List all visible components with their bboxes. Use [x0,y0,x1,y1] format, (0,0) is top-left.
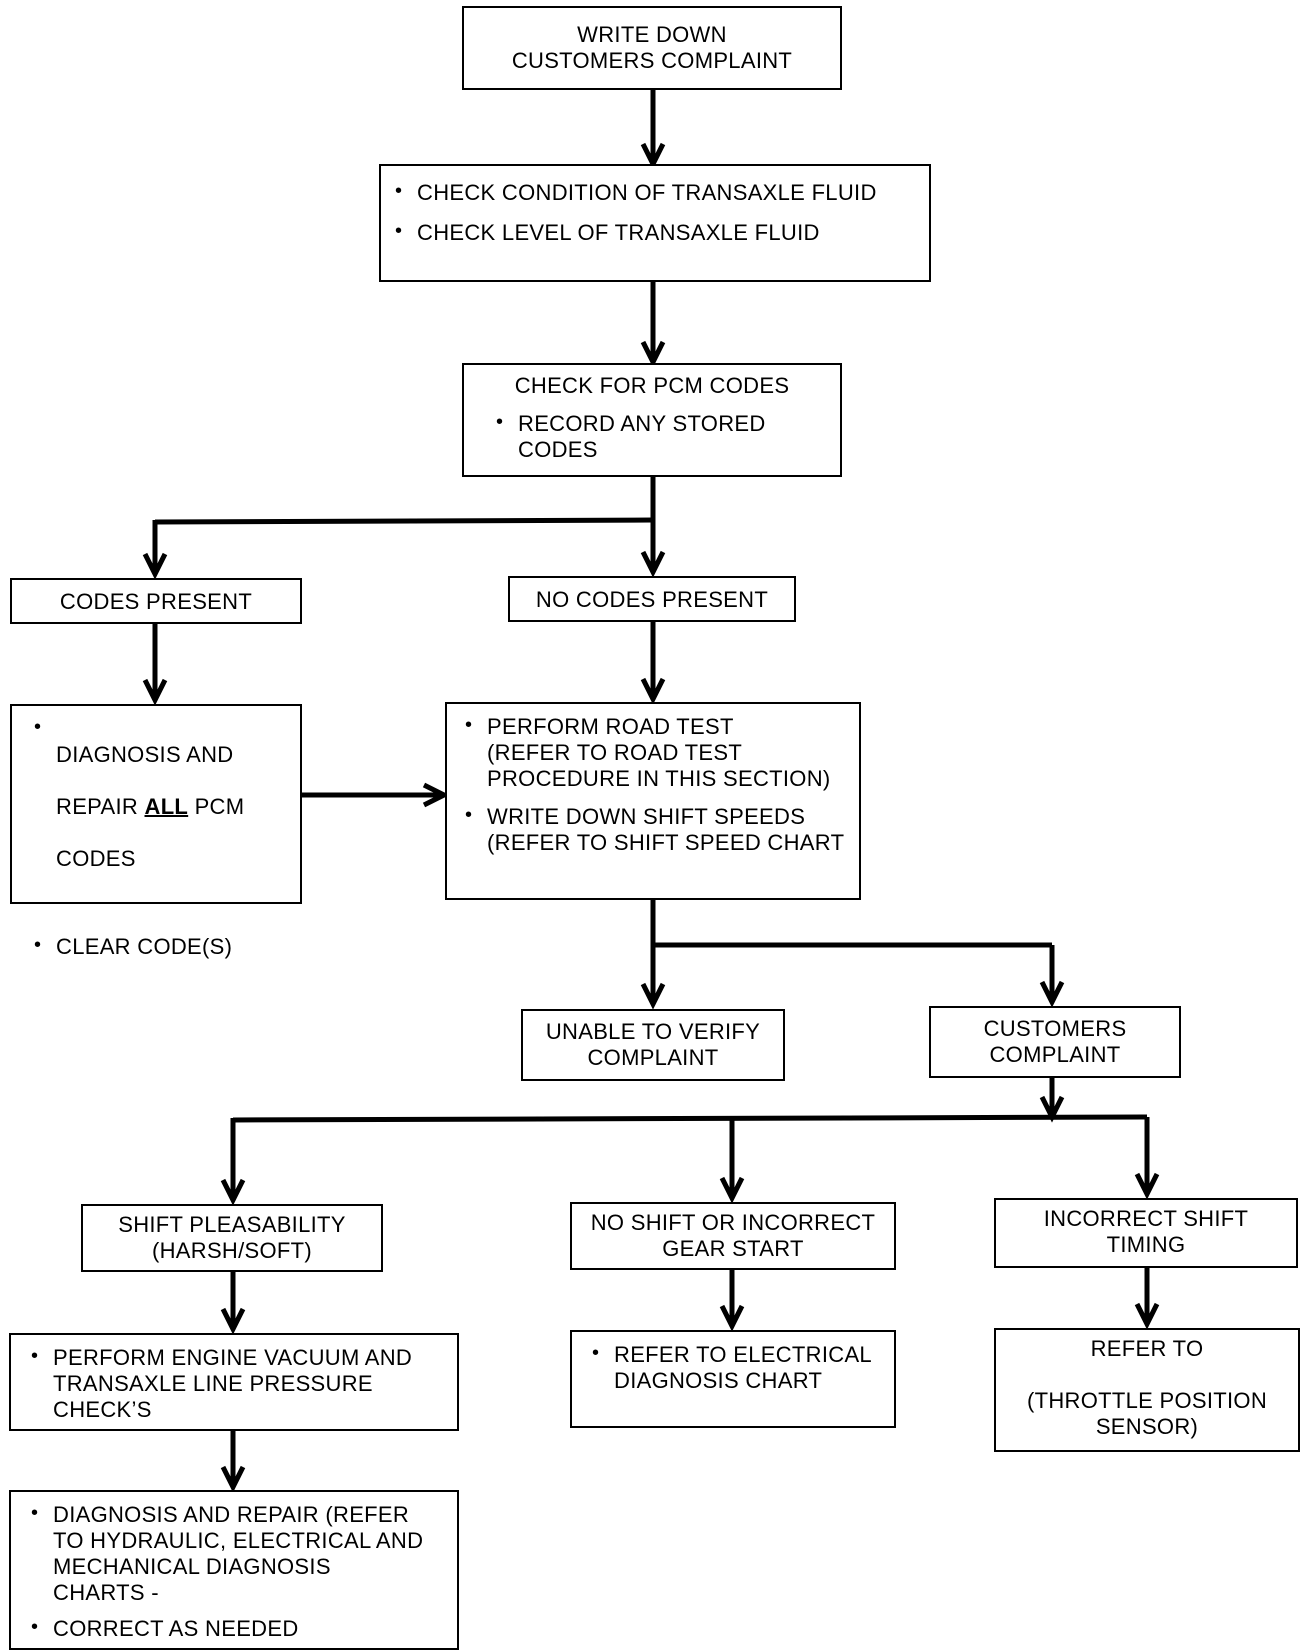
node-perform-road-test: PERFORM ROAD TEST (REFER TO ROAD TEST PR… [445,702,861,900]
node-diagnose-repair-pcm: DIAGNOSIS AND REPAIR ALL PCM CODES CLEAR… [10,704,302,959]
node-text-line: (HARSH/SOFT) [151,1238,313,1263]
arrowhead [220,1178,246,1206]
arrowhead [640,677,666,705]
node-text-line: NO CODES PRESENT [535,587,769,612]
arrowhead [719,1304,745,1332]
node-text-line: COMPLAINT [587,1045,719,1070]
bullet-text: REPAIR [56,794,145,819]
node-text-line: (THROTTLE POSITION [1026,1388,1268,1413]
bullet-list: DIAGNOSIS AND REPAIR ALL PCM CODES CLEAR… [30,714,292,960]
arrowhead [640,550,666,578]
node-text-line: SHIFT PLEASABILITY [118,1212,346,1237]
node-unable-to-verify: UNABLE TO VERIFY COMPLAINT [521,1009,785,1081]
node-check-pcm-codes: CHECK FOR PCM CODES RECORD ANY STORED CO… [462,363,842,477]
node-text-line: WRITE DOWN [577,22,727,47]
node-diagnosis-repair-charts: DIAGNOSIS AND REPAIR (REFER TO HYDRAULIC… [9,1490,459,1650]
node-write-down-complaint: WRITE DOWN CUSTOMERS COMPLAINT [462,6,842,90]
bullet-item: DIAGNOSIS AND REPAIR (REFER TO HYDRAULIC… [27,1500,449,1606]
node-text-line: REFER TO [1090,1336,1204,1361]
bullet-item: PERFORM ENGINE VACUUM AND TRANSAXLE LINE… [27,1343,449,1423]
node-heading: CHECK FOR PCM CODES [514,373,790,398]
node-text-line: INCORRECT SHIFT [1043,1206,1249,1231]
node-text-line: GEAR START [662,1236,804,1261]
node-shift-pleasability: SHIFT PLEASABILITY (HARSH/SOFT) [81,1204,383,1272]
arrowhead [142,678,168,706]
bullet-list: DIAGNOSIS AND REPAIR (REFER TO HYDRAULIC… [27,1500,449,1642]
arrowhead [1039,980,1065,1008]
bullet-text: PCM [188,794,245,819]
bullet-item: CORRECT AS NEEDED [27,1614,449,1642]
arrowhead [1134,1302,1160,1330]
emphasis-all: ALL [144,794,189,819]
bullet-item: REFER TO ELECTRICAL DIAGNOSIS CHART [588,1340,886,1394]
arrowhead [1134,1172,1160,1200]
node-no-shift-incorrect-gear: NO SHIFT OR INCORRECT GEAR START [570,1202,896,1270]
bullet-item: CHECK CONDITION OF TRANSAXLE FLUID [391,178,919,206]
connector-branch-bar [232,1114,1148,1123]
node-refer-throttle-position-sensor: REFER TO (THROTTLE POSITION SENSOR) [994,1328,1300,1452]
bullet-item: RECORD ANY STORED CODES [492,409,830,463]
bullet-item: CLEAR CODE(S) [30,932,292,960]
bullet-item: DIAGNOSIS AND REPAIR ALL PCM CODES [30,714,292,872]
arrowhead [142,552,168,580]
arrowhead [640,982,666,1010]
arrowhead [220,1307,246,1335]
bullet-item: WRITE DOWN SHIFT SPEEDS (REFER TO SHIFT … [461,802,851,856]
bullet-text: CODES [56,846,136,871]
node-text-line: CODES PRESENT [59,589,253,614]
node-text-line: COMPLAINT [989,1042,1121,1067]
node-codes-present: CODES PRESENT [10,578,302,624]
bullet-list: PERFORM ROAD TEST (REFER TO ROAD TEST PR… [461,712,851,856]
connector-pcm-left [154,517,654,525]
node-text-line: CUSTOMERS COMPLAINT [511,48,793,73]
arrowhead [220,1465,246,1493]
node-no-codes-present: NO CODES PRESENT [508,576,796,622]
bullet-item: PERFORM ROAD TEST (REFER TO ROAD TEST PR… [461,712,851,792]
node-text-line: SENSOR) [1095,1414,1199,1439]
bullet-list: RECORD ANY STORED CODES [492,409,830,463]
node-text-line: UNABLE TO VERIFY [545,1019,761,1044]
arrowhead [719,1176,745,1204]
bullet-list: PERFORM ENGINE VACUUM AND TRANSAXLE LINE… [27,1343,449,1423]
arrowhead [422,782,450,808]
node-text-line: NO SHIFT OR INCORRECT [590,1210,876,1235]
node-engine-vacuum-check: PERFORM ENGINE VACUUM AND TRANSAXLE LINE… [9,1333,459,1431]
bullet-text: DIAGNOSIS AND [56,742,234,767]
node-check-transaxle-fluid: CHECK CONDITION OF TRANSAXLE FLUID CHECK… [379,164,931,282]
node-text-line: TIMING [1106,1232,1186,1257]
bullet-list: REFER TO ELECTRICAL DIAGNOSIS CHART [588,1340,886,1394]
node-incorrect-shift-timing: INCORRECT SHIFT TIMING [994,1198,1298,1268]
bullet-list: CHECK CONDITION OF TRANSAXLE FLUID CHECK… [391,178,919,246]
arrowhead [640,340,666,368]
bullet-item: CHECK LEVEL OF TRANSAXLE FLUID [391,218,919,246]
node-text-line: CUSTOMERS [983,1016,1127,1041]
node-customers-complaint: CUSTOMERS COMPLAINT [929,1006,1181,1078]
node-text-line [996,1362,1298,1388]
node-electrical-diagnosis: REFER TO ELECTRICAL DIAGNOSIS CHART [570,1330,896,1428]
